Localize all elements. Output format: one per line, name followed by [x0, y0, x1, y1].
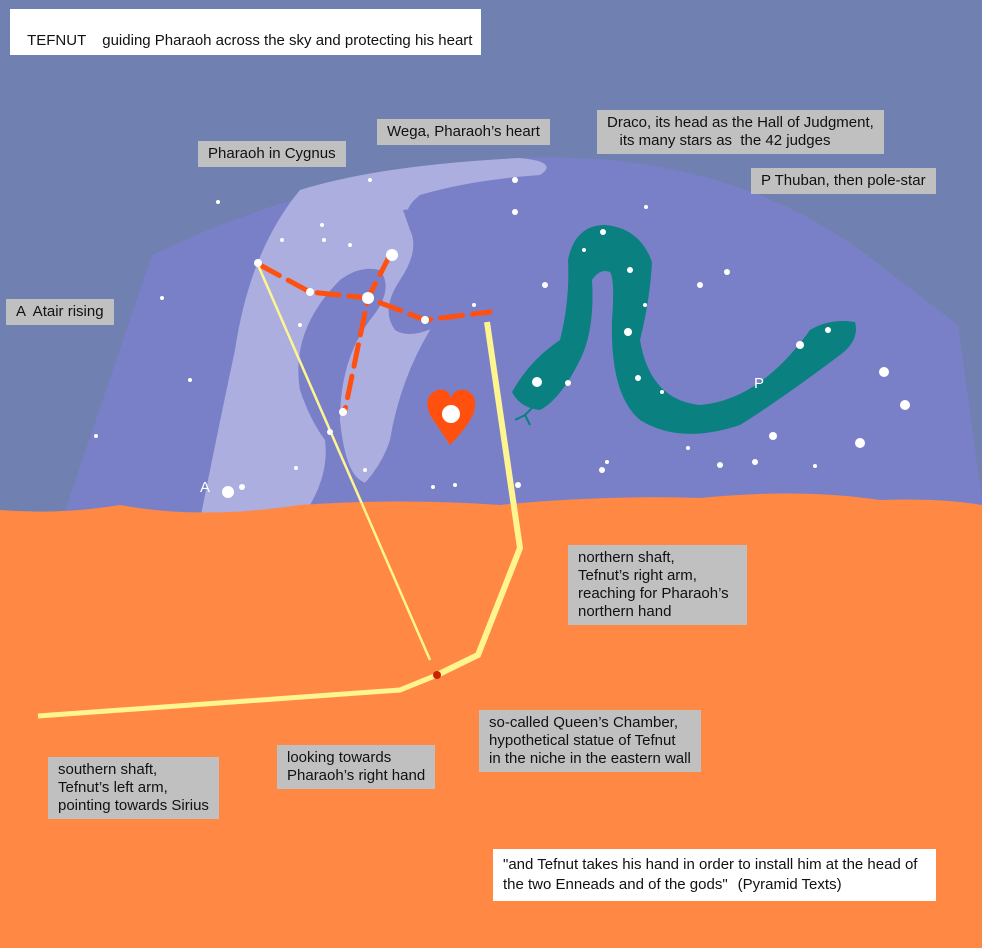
label-thuban: P Thuban, then pole-star — [751, 168, 936, 194]
star-icon — [515, 482, 521, 488]
star-icon — [216, 200, 220, 204]
label-cygnus: Pharaoh in Cygnus — [198, 141, 346, 167]
star-icon — [565, 380, 571, 386]
star-icon — [254, 259, 262, 267]
star-icon — [635, 375, 641, 381]
star-icon — [320, 223, 324, 227]
star-icon — [582, 248, 586, 252]
star-icon — [697, 282, 703, 288]
southern-shaft — [37, 672, 438, 719]
star-icon — [298, 323, 302, 327]
star-icon — [431, 485, 435, 489]
star-icon — [239, 484, 245, 490]
star-icon — [724, 269, 730, 275]
star-icon — [752, 459, 758, 465]
star-icon — [717, 462, 723, 468]
star-icon — [363, 468, 367, 472]
milky-way-rift — [298, 268, 386, 520]
star-icon — [796, 341, 804, 349]
star-icon — [94, 434, 98, 438]
star-icon — [644, 205, 648, 209]
star-icon — [643, 303, 647, 307]
star-icon — [362, 292, 374, 304]
star-icon — [660, 390, 664, 394]
star-icon — [160, 296, 164, 300]
star-icon — [512, 209, 518, 215]
quote-text: "and Tefnut takes his hand in order to i… — [503, 856, 918, 893]
sight-line — [256, 264, 432, 661]
star-icon — [542, 282, 548, 288]
page-title: TEFNUT guiding Pharaoh across the sky and… — [10, 9, 482, 55]
star-icon — [769, 432, 777, 440]
star-icon — [368, 178, 372, 182]
milky-way-rift — [388, 208, 496, 334]
star-icon — [222, 486, 234, 498]
star-icon — [879, 367, 889, 377]
star-icon — [599, 467, 605, 473]
label-atair: A Atair rising — [6, 299, 114, 325]
star-icon — [322, 238, 326, 242]
star-icon — [813, 464, 817, 468]
label-queens-chamber: so-called Queen’s Chamber, hypothetical … — [479, 710, 701, 772]
star-icon — [472, 303, 476, 307]
draco-tongue — [514, 404, 536, 426]
title-name: TEFNUT — [27, 32, 87, 49]
star-icon — [605, 460, 609, 464]
label-looking: looking towards Pharaoh’s right hand — [277, 745, 436, 789]
star-icon — [421, 316, 429, 324]
atair-marker: A — [200, 479, 210, 496]
pyramid-texts-quote: "and Tefnut takes his hand in order to i… — [493, 849, 936, 901]
star-icon — [339, 408, 347, 416]
star-icon — [686, 446, 690, 450]
star-icon — [327, 429, 333, 435]
star-icon — [855, 438, 865, 448]
northern-shaft — [435, 321, 524, 678]
label-wega: Wega, Pharaoh’s heart — [377, 119, 550, 145]
star-field — [94, 177, 910, 498]
label-draco: Draco, its head as the Hall of Judgment,… — [597, 110, 884, 154]
thuban-marker: P — [754, 375, 764, 392]
label-southern-shaft: southern shaft, Tefnut’s left arm, point… — [48, 757, 219, 819]
star-icon — [294, 466, 298, 470]
star-icon — [280, 238, 284, 242]
queens-chamber-marker — [433, 671, 441, 679]
quote-source: (Pyramid Texts) — [737, 876, 842, 893]
star-icon — [306, 288, 314, 296]
draco-serpent-icon — [512, 225, 856, 434]
star-icon — [348, 243, 352, 247]
star-icon — [624, 328, 632, 336]
label-northern-shaft: northern shaft, Tefnut’s right arm, reac… — [568, 545, 747, 625]
wega-star-icon — [442, 405, 460, 423]
star-icon — [512, 177, 518, 183]
star-icon — [532, 377, 542, 387]
star-icon — [600, 229, 606, 235]
star-icon — [900, 400, 910, 410]
title-caption: guiding Pharaoh across the sky and prote… — [102, 32, 473, 49]
star-icon — [627, 267, 633, 273]
star-icon — [386, 249, 398, 261]
star-icon — [825, 327, 831, 333]
star-icon — [453, 483, 457, 487]
star-icon — [188, 378, 192, 382]
